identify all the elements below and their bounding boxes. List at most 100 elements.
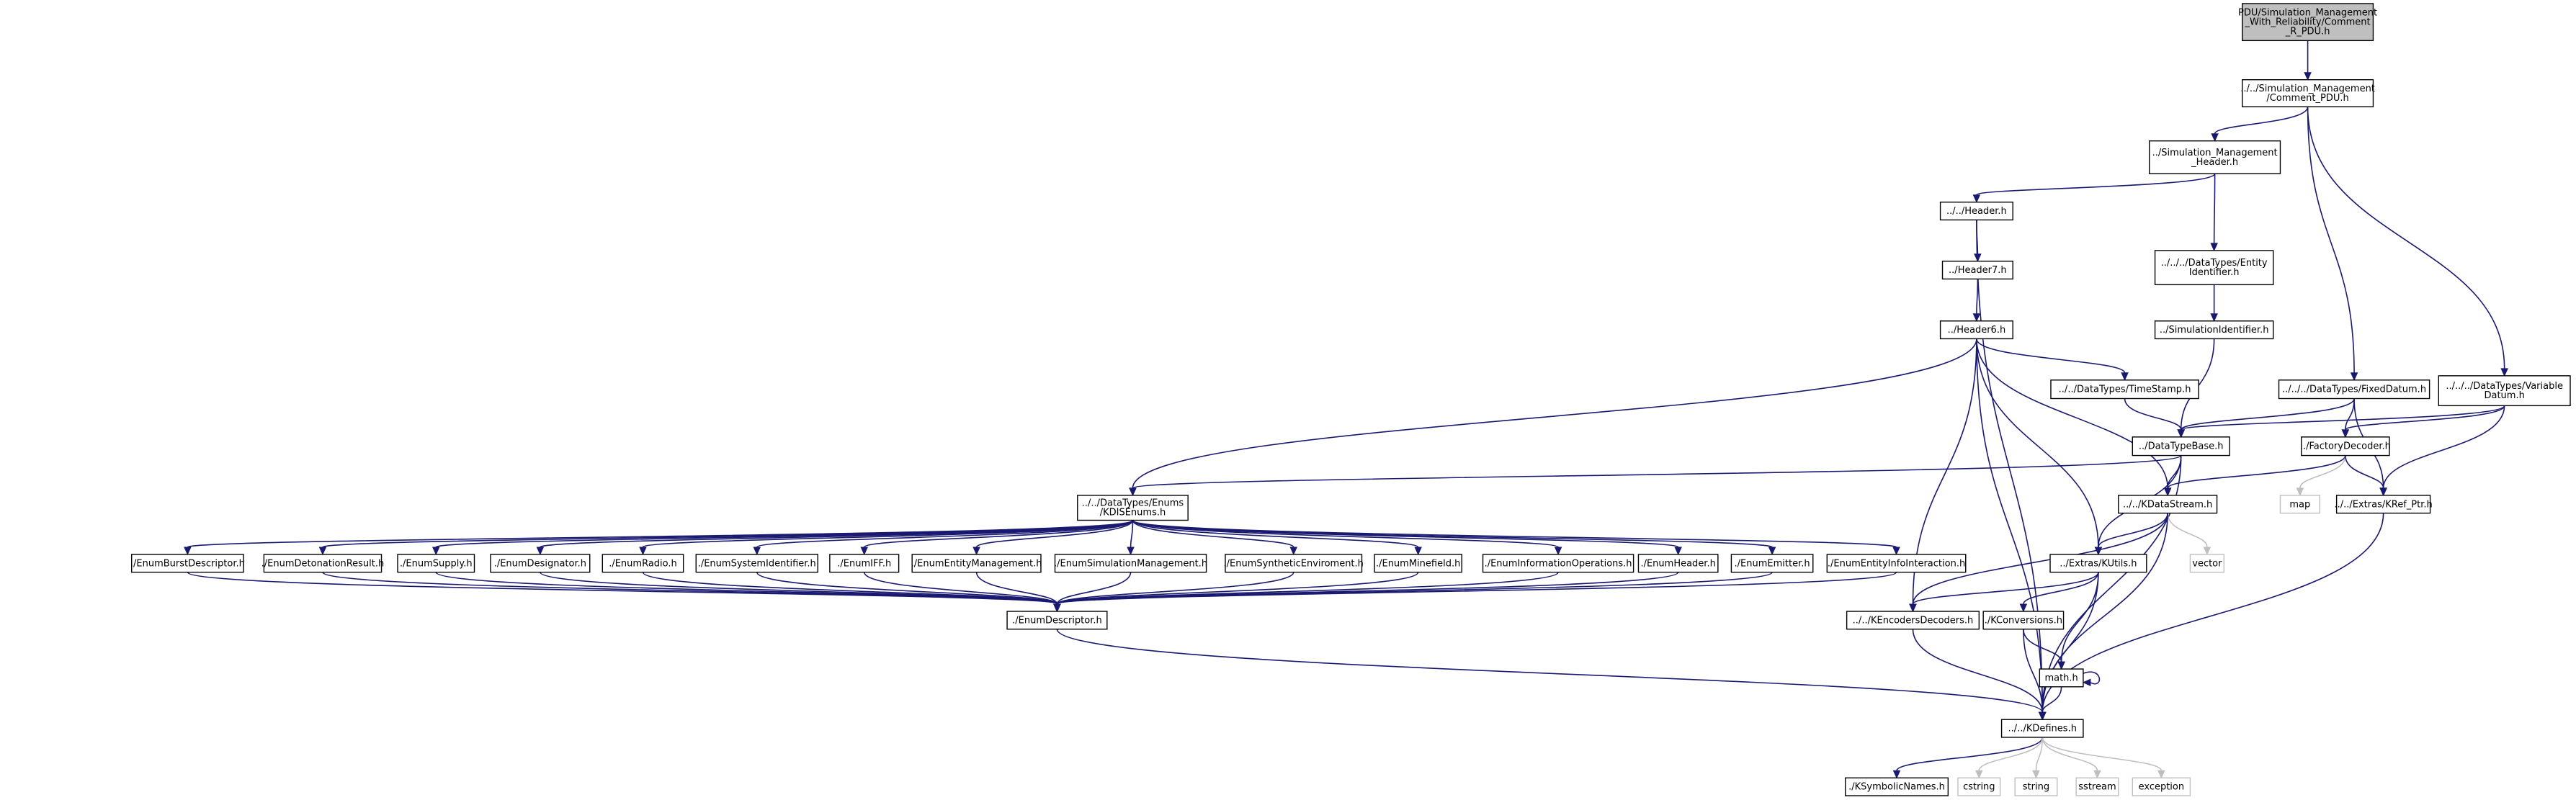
- edge-kutils-to-kconversions: [2019, 572, 2099, 613]
- edge-line: [2180, 398, 2355, 431]
- edge-line: [2307, 107, 2505, 369]
- edge-line: [2167, 513, 2208, 548]
- node-fixed-datum[interactable]: ../../../DataTypes/FixedDatum.h: [2278, 379, 2430, 400]
- edge-entity-id-to-sim-id: [2210, 284, 2218, 322]
- node-e-radio[interactable]: ./EnumRadio.h: [601, 554, 684, 573]
- node-root[interactable]: PDU/Simulation_Management_With_Reliabili…: [2238, 3, 2377, 42]
- node-e-burst[interactable]: ./EnumBurstDescriptor.h: [130, 554, 245, 573]
- edge-comment-pdu-to-variable-datum: [2307, 107, 2508, 377]
- edge-line: [642, 571, 1058, 605]
- node-enum-desc[interactable]: ./EnumDescriptor.h: [1006, 611, 1108, 630]
- node-header7[interactable]: ../Header7.h: [1941, 261, 2013, 280]
- edge-kdis-enums-to-e-iff: [860, 519, 1134, 556]
- node-kref-ptr[interactable]: ../../Extras/KRef_Ptr.h: [2334, 495, 2433, 514]
- edge-line: [2307, 107, 2355, 373]
- edge-line: [2035, 737, 2044, 771]
- node-e-mine[interactable]: ./EnumMinefield.h: [1374, 554, 1462, 573]
- edge-kdefines-to-ksymbolic: [1892, 737, 2044, 779]
- node-kconversions[interactable]: ./KConversions.h: [1982, 611, 2065, 630]
- edge-line: [2345, 455, 2384, 489]
- node-factory-decoder[interactable]: ../FactoryDecoder.h: [2300, 436, 2391, 457]
- node-exception[interactable]: exception: [2132, 777, 2191, 796]
- node-box: [2301, 436, 2390, 457]
- node-kdis-enums[interactable]: ../../DataTypes/Enums/KDISEnums.h: [1077, 495, 1189, 521]
- edge-e-infoops-to-enum-desc: [1053, 571, 1559, 613]
- node-comment-pdu[interactable]: ../../Simulation_Management/Comment_PDU.…: [2240, 78, 2375, 107]
- node-box: [1730, 554, 1814, 573]
- node-header6[interactable]: ../Header6.h: [1939, 320, 2013, 340]
- edge-kdatastream-to-vector: [2167, 513, 2211, 556]
- node-e-entmgmt[interactable]: ./EnumEntityManagement.h: [911, 554, 1042, 573]
- node-e-infoops[interactable]: ./EnumInformationOperations.h: [1482, 554, 1634, 573]
- edge-kdis-enums-to-e-entinfo: [1132, 519, 1900, 556]
- node-label: ../../KDataStream.h: [2123, 499, 2212, 510]
- node-vector[interactable]: vector: [2189, 554, 2225, 573]
- node-label: _R_PDU.h: [2285, 27, 2330, 37]
- edge-line: [2041, 572, 2099, 713]
- node-e-supply[interactable]: ./EnumSupply.h: [397, 554, 475, 573]
- edge-line: [2060, 572, 2099, 662]
- edge-line: [975, 572, 1058, 605]
- edge-arrowhead: [2057, 661, 2065, 670]
- node-map[interactable]: map: [2279, 495, 2320, 514]
- node-e-iff[interactable]: ./EnumIFF.h: [829, 554, 900, 573]
- edge-arrowhead: [184, 547, 192, 556]
- edge-arrowhead: [2094, 547, 2103, 556]
- edge-header6-to-kdis-enums: [1129, 338, 1977, 497]
- node-box: [2000, 719, 2084, 738]
- node-label: ./KConversions.h: [1985, 615, 2062, 626]
- edge-arrowhead: [1768, 547, 1776, 556]
- node-e-deton[interactable]: ./EnumDetonationResult.h: [261, 554, 385, 573]
- edge-arrowhead: [2093, 770, 2101, 779]
- node-kutils[interactable]: ../Extras/KUtils.h: [2049, 554, 2147, 573]
- node-box: [695, 554, 818, 573]
- edge-comment-pdu-to-sm-header: [2211, 107, 2309, 142]
- edge-line: [435, 571, 1058, 605]
- node-ksymbolic[interactable]: ./KSymbolicNames.h: [1844, 777, 1949, 796]
- node-label: ./KSymbolicNames.h: [1848, 782, 1945, 793]
- edge-timestamp-to-datatypebase: [2124, 398, 2185, 439]
- node-kdefines[interactable]: ../../KDefines.h: [2000, 719, 2084, 738]
- node-e-entinfo[interactable]: ./EnumEntityInfoInteraction.h: [1826, 554, 1967, 573]
- node-kencoders[interactable]: ../../KEncodersDecoders.h: [1846, 611, 1980, 630]
- node-box: [911, 554, 1042, 573]
- edge-line: [1978, 737, 2044, 771]
- node-label: ./EnumDescriptor.h: [1012, 615, 1102, 626]
- edge-line: [2345, 405, 2505, 431]
- edge-kdis-enums-to-e-simmgmt: [1127, 520, 1135, 556]
- node-e-emitter[interactable]: ./EnumEmitter.h: [1730, 554, 1814, 573]
- node-sm-header[interactable]: ../Simulation_Management_Header.h: [2149, 140, 2281, 174]
- node-box: [2132, 436, 2230, 457]
- edge-arrowhead: [536, 547, 545, 556]
- node-string[interactable]: string: [2014, 777, 2058, 796]
- edge-kencoders-to-kdefines: [1912, 629, 2047, 721]
- edge-e-entinfo-to-enum-desc: [1053, 571, 1897, 613]
- node-sim-id[interactable]: ../SimulationIdentifier.h: [2154, 320, 2274, 340]
- edge-arrowhead: [2210, 313, 2218, 322]
- node-e-sysid[interactable]: ./EnumSystemIdentifier.h: [695, 554, 818, 573]
- node-e-synth[interactable]: ./EnumSyntheticEnviroment.h: [1224, 554, 1364, 573]
- edge-kconversions-to-math: [2023, 629, 2065, 670]
- node-box: [2438, 375, 2571, 407]
- node-label: ../../../DataTypes/Entity: [2161, 258, 2268, 269]
- node-e-header[interactable]: ./EnumHeader.h: [1637, 554, 1719, 573]
- edge-line: [1056, 572, 1294, 605]
- edge-line: [642, 519, 1134, 548]
- node-e-simmgmt[interactable]: ./EnumSimulationManagement.h: [1054, 554, 1207, 573]
- node-e-desig[interactable]: ./EnumDesignator.h: [490, 554, 591, 573]
- edge-arrowhead: [1892, 770, 1901, 779]
- node-sstream[interactable]: sstream: [2075, 777, 2119, 796]
- node-kdatastream[interactable]: ../../KDataStream.h: [2118, 495, 2218, 514]
- node-timestamp[interactable]: ../../DataTypes/TimeStamp.h: [2050, 379, 2199, 400]
- node-header[interactable]: ../../Header.h: [1939, 201, 2013, 221]
- edges-layer: [184, 40, 2508, 779]
- node-label: ../DataTypeBase.h: [2139, 441, 2224, 452]
- edge-kdis-enums-to-e-synth: [1132, 520, 1297, 556]
- node-datatypebase[interactable]: ../DataTypeBase.h: [2132, 436, 2230, 457]
- node-box: [397, 554, 475, 573]
- edge-arrowhead: [2163, 487, 2172, 497]
- node-cstring[interactable]: cstring: [1957, 777, 2001, 796]
- node-math[interactable]: math.h: [2039, 668, 2084, 688]
